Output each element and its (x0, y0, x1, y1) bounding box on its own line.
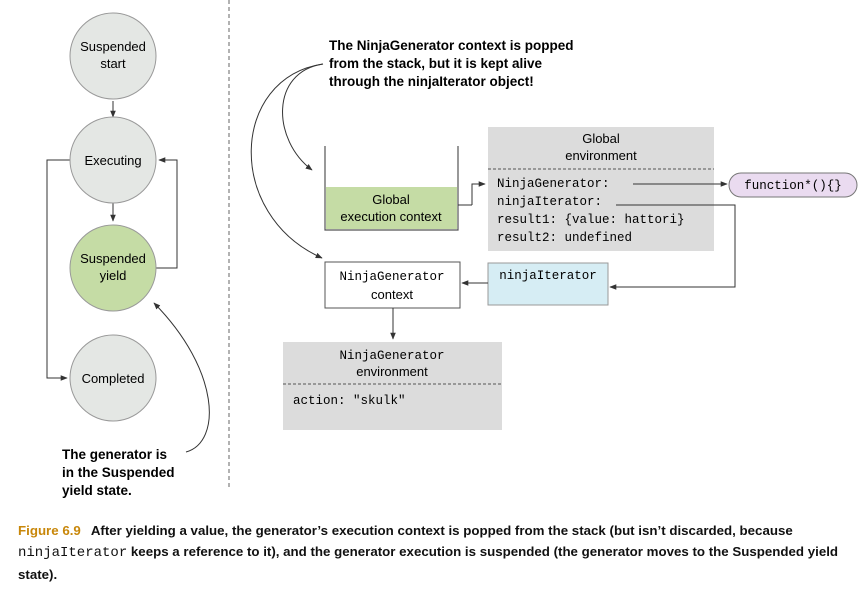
global-environment: Global environment NinjaGenerator: ninja… (488, 127, 714, 251)
context-to-environment-arrow (471, 181, 486, 205)
ninja-iterator-label: ninjaIterator (499, 269, 597, 283)
callout-line-2: from the stack, but it is kept alive (329, 56, 543, 71)
ninjagenerator-environment-box (283, 342, 502, 430)
stack-container (324, 146, 459, 231)
arrow-executing-to-completed (46, 159, 71, 381)
generator-diagram: Suspended start Executing Suspended yiel… (46, 0, 858, 498)
caption-code: ninjaIterator (18, 545, 128, 561)
global-env-entry-result1: result1: {value: hattori} (497, 213, 685, 227)
caption-text-2: keeps a reference to it), and the genera… (18, 544, 839, 582)
global-context-label-2: execution context (340, 209, 442, 224)
state-completed-label: Completed (82, 371, 145, 386)
function-bubble (728, 172, 858, 198)
callout-arrow-to-generator-context (250, 63, 324, 259)
state-completed (69, 334, 157, 422)
callout-arrow-to-stack (282, 63, 324, 171)
state-suspended-start-label-1: Suspended (80, 39, 146, 54)
ninjagenerator-environment: NinjaGenerator environment action: "skul… (283, 342, 502, 430)
iterator-reference-arrow (609, 204, 736, 290)
note-line-1: The generator is (62, 447, 167, 462)
global-execution-context (326, 187, 457, 229)
global-env-entry-ninjaiterator: ninjaIterator: (497, 195, 602, 209)
note-pointer-arrow (153, 302, 210, 453)
global-context-label-1: Global (372, 192, 410, 207)
state-suspended-yield-label-1: Suspended (80, 251, 146, 266)
state-suspended-start-label-2: start (100, 56, 126, 71)
top-callout: The NinjaGenerator context is popped fro… (250, 38, 574, 259)
state-suspended-start (69, 12, 157, 100)
figure-number: Figure 6.9 (18, 523, 81, 538)
arrow-yield-to-executing (155, 157, 178, 269)
global-environment-box (488, 127, 714, 251)
ninjagenerator-context-label-2: context (371, 287, 413, 302)
ninjagenerator-environment-title-1: NinjaGenerator (339, 349, 444, 363)
state-executing (69, 116, 157, 204)
state-suspended-yield-label-2: yield (100, 268, 127, 283)
state-suspended-yield (69, 224, 157, 312)
state-executing-label: Executing (84, 153, 141, 168)
ninjagenerator-context-label-1: NinjaGenerator (339, 270, 444, 284)
global-environment-title-1: Global (582, 131, 620, 146)
ninjagenerator-context-box (324, 261, 461, 309)
ninjagenerator-environment-title-2: environment (356, 364, 428, 379)
execution-stack: Global execution context (324, 146, 459, 231)
note-line-3: yield state. (62, 483, 132, 498)
caption-text-1: After yielding a value, the generator’s … (90, 523, 793, 538)
global-environment-title-2: environment (565, 148, 637, 163)
note-line-2: in the Suspended (62, 465, 175, 480)
figure-caption: Figure 6.9 After yielding a value, the ge… (18, 520, 858, 585)
callout-line-1: The NinjaGenerator context is popped (329, 38, 574, 53)
ninjagenerator-env-entry-action: action: "skulk" (293, 394, 406, 408)
global-env-entry-ninjagenerator: NinjaGenerator: (497, 177, 610, 191)
state-machine: Suspended start Executing Suspended yiel… (46, 12, 210, 498)
function-bubble-label: function*(){} (744, 179, 842, 193)
global-env-entry-result2: result2: undefined (497, 231, 632, 245)
ninja-iterator-object (487, 262, 609, 306)
callout-line-3: through the ninjaIterator object! (329, 74, 534, 89)
